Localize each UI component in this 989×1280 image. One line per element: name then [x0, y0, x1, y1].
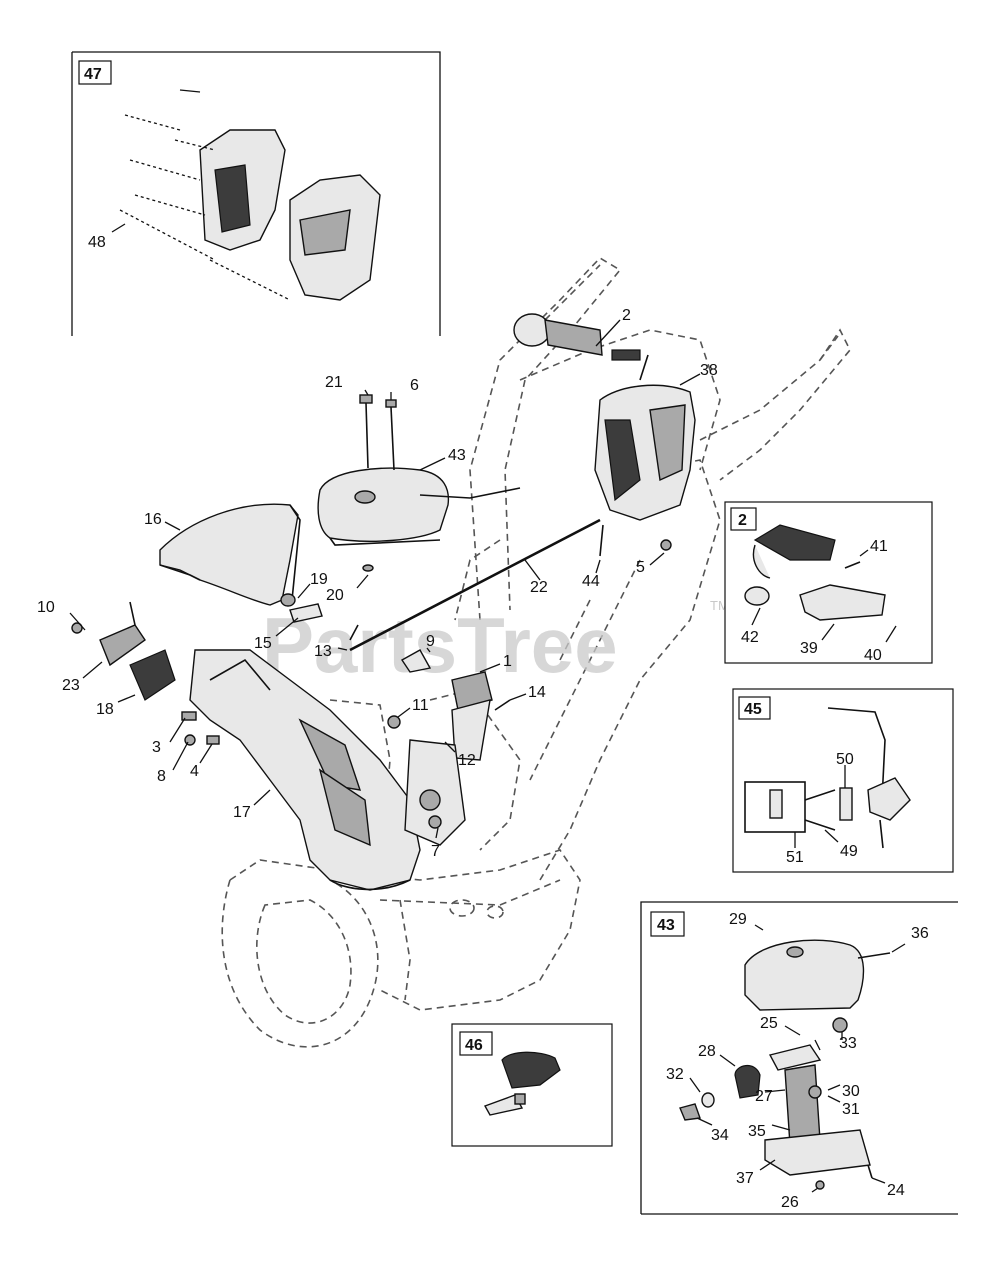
- callout-16: 16: [144, 511, 162, 528]
- detail-box-46: 46: [451, 1023, 613, 1147]
- detail-box-43-id: 43: [657, 917, 675, 934]
- detail-box-45-id: 45: [744, 701, 762, 718]
- part-16-deflector: [159, 503, 301, 606]
- callout-26: 26: [781, 1194, 799, 1211]
- callout-27: 27: [755, 1088, 773, 1105]
- callout-21: 21: [325, 374, 343, 391]
- callout-11: 11: [412, 697, 429, 714]
- detail-box-46-id: 46: [465, 1037, 483, 1054]
- callout-9: 9: [426, 633, 435, 650]
- callout-39: 39: [800, 640, 818, 657]
- callout-12: 12: [458, 752, 476, 769]
- part-21-bolt: [359, 394, 373, 469]
- part-19-washer: [280, 593, 296, 607]
- callout-1: 1: [503, 653, 512, 670]
- callout-31: 31: [842, 1101, 860, 1118]
- leader-lines: [69, 319, 701, 839]
- part-15-tab: [289, 603, 323, 623]
- callout-17: 17: [233, 804, 251, 821]
- callout-34: 34: [711, 1127, 729, 1144]
- callout-48: 48: [88, 234, 106, 251]
- callout-29: 29: [729, 911, 747, 928]
- callout-50: 50: [836, 751, 854, 768]
- callout-10: 10: [37, 599, 55, 616]
- callout-2: 2: [622, 307, 631, 324]
- callout-22: 22: [530, 579, 548, 596]
- main-callouts: 2 38 21 6 43 16 19 20 22 44 5 10 15 13 9…: [37, 307, 718, 860]
- detail-box-2-id: 2: [738, 512, 747, 529]
- part-5-nut: [660, 539, 672, 551]
- part-22-rod: [349, 518, 601, 652]
- callout-20: 20: [326, 587, 344, 604]
- callout-4: 4: [190, 763, 199, 780]
- part-38-chute-control: [594, 354, 696, 521]
- callout-15: 15: [254, 635, 272, 652]
- detail-box-43: 43 29 36 25 33 28 32 30 27: [640, 901, 958, 1215]
- callout-38: 38: [700, 362, 718, 379]
- callout-49: 49: [840, 843, 858, 860]
- callout-8: 8: [157, 768, 166, 785]
- part-18-chute-guide: [129, 649, 176, 701]
- part-43-cover: [317, 467, 521, 546]
- part-17-chute: [189, 649, 421, 891]
- callout-18: 18: [96, 701, 114, 718]
- callout-6: 6: [410, 377, 419, 394]
- part-12-bracket: [404, 739, 466, 846]
- callout-28: 28: [698, 1043, 716, 1060]
- part-14-screw: [494, 699, 511, 711]
- callout-13: 13: [314, 643, 332, 660]
- part-9-bolt: [400, 649, 432, 673]
- part-1-bracket: [451, 671, 493, 761]
- callout-42: 42: [741, 629, 759, 646]
- callout-24: 24: [887, 1182, 905, 1199]
- part-2-handle: [513, 313, 641, 361]
- callout-30: 30: [842, 1083, 860, 1100]
- part-3-bolt: [181, 711, 197, 721]
- part-13-pin: [349, 624, 359, 641]
- part-44-pin: [599, 524, 604, 557]
- callout-44: 44: [582, 573, 600, 590]
- callout-40: 40: [864, 647, 882, 664]
- callout-5: 5: [636, 559, 645, 576]
- detail-box-2: 2 41 42 39 40: [724, 501, 933, 664]
- part-4-bolt: [206, 735, 220, 745]
- callout-43: 43: [448, 447, 466, 464]
- callout-7: 7: [431, 843, 440, 860]
- callout-32: 32: [666, 1066, 684, 1083]
- part-7-nut: [428, 815, 442, 829]
- callout-36: 36: [911, 925, 929, 942]
- callout-35: 35: [748, 1123, 766, 1140]
- callout-41: 41: [870, 538, 888, 555]
- part-10-nut: [71, 622, 83, 634]
- part-20-washer: [362, 564, 374, 572]
- callout-19: 19: [310, 571, 328, 588]
- callout-25: 25: [760, 1015, 778, 1032]
- callout-14: 14: [528, 684, 546, 701]
- detail-box-47: 47 48: [71, 51, 441, 336]
- part-6-bolt: [385, 399, 397, 471]
- detail-box-45: 45 50 51 49: [732, 688, 954, 873]
- callout-37: 37: [736, 1170, 754, 1187]
- callout-51: 51: [786, 849, 804, 866]
- watermark-trademark: TM: [710, 598, 729, 613]
- callout-33: 33: [839, 1035, 857, 1052]
- callout-23: 23: [62, 677, 80, 694]
- part-11-nut: [387, 715, 401, 729]
- part-23-bracket: [99, 601, 146, 667]
- detail-box-47-id: 47: [84, 66, 102, 83]
- callout-3: 3: [152, 739, 161, 756]
